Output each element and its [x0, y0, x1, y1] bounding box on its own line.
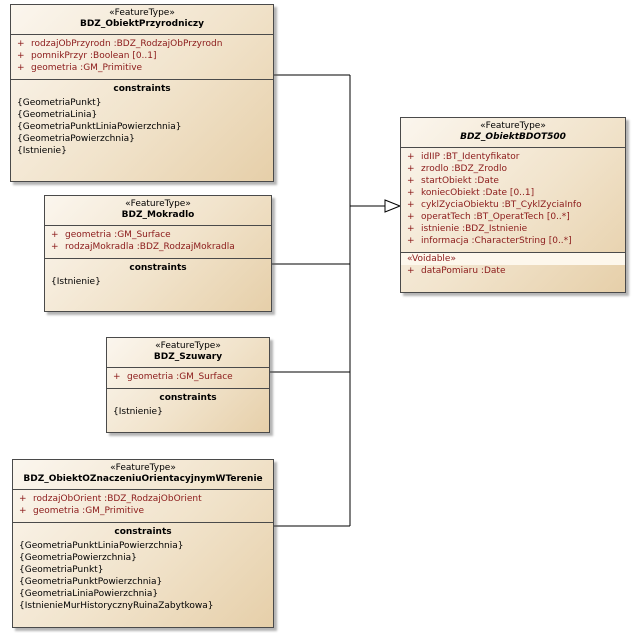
stereotype-label: «FeatureType» — [110, 463, 176, 473]
stereotype-label: «FeatureType» — [109, 8, 175, 18]
attribute: +geometria :GM_Primitive — [17, 63, 143, 73]
constraints-title: constraints — [114, 527, 172, 537]
class-name: BDZ_ObiektPrzyrodniczy — [79, 19, 205, 29]
class-bdz-mokradlo[interactable]: «FeatureType» BDZ_Mokradlo +geometria :G… — [44, 195, 272, 312]
attribute: +operatTech :BT_OperatTech [0..*] — [407, 212, 570, 222]
attribute: +zrodlo :BDZ_Zrodlo — [407, 164, 508, 174]
constraints-title: constraints — [159, 393, 217, 403]
stereotype-label: «FeatureType» — [125, 199, 191, 209]
voidable-stereotype-label: «Voidable» — [401, 253, 625, 265]
constraint: {Istnienie} — [51, 277, 101, 287]
constraint: {GeometriaLinia} — [17, 110, 98, 120]
attributes-compartment: +rodzajObOrient :BDZ_RodzajObOrient +geo… — [13, 489, 273, 522]
constraint: {GeometriaLiniaPowierzchnia} — [19, 589, 159, 599]
constraints-compartment: constraints {Istnienie} — [107, 388, 269, 422]
attribute: +cyklZyciaObiektu :BT_CyklZyciaInfo — [407, 200, 582, 210]
constraint: {GeometriaPowierzchnia} — [17, 134, 135, 144]
attribute: +koniecObiekt :Date [0..1] — [407, 188, 535, 198]
constraints-compartment: constraints {GeometriaPunkt} {GeometriaL… — [11, 79, 273, 161]
constraints-title: constraints — [129, 263, 187, 273]
attributes-compartment: +rodzajObPrzyrodn :BDZ_RodzajObPrzyrodn … — [11, 34, 273, 79]
class-bdz-obiekt-o-znaczeniu-orientacyjnym[interactable]: «FeatureType» BDZ_ObiektOZnaczeniuOrient… — [12, 459, 274, 628]
attribute: +startObiekt :Date — [407, 176, 499, 186]
attribute: +rodzajObOrient :BDZ_RodzajObOrient — [19, 494, 202, 504]
class-bdz-obiekt-bdot500[interactable]: «FeatureType» BDZ_ObiektBDOT500 +idIIP :… — [400, 117, 626, 293]
attributes-compartment: +idIIP :BT_Identyfikator +zrodlo :BDZ_Zr… — [401, 147, 625, 252]
constraint: {GeometriaPunktPowierzchnia} — [19, 577, 163, 587]
attribute: +geometria :GM_Surface — [113, 372, 233, 382]
attribute: +rodzajMokradla :BDZ_RodzajMokradla — [51, 242, 235, 252]
attribute: +dataPomiaru :Date — [407, 266, 506, 276]
attribute: +informacja :CharacterString [0..*] — [407, 236, 572, 246]
class-bdz-szuwary[interactable]: «FeatureType» BDZ_Szuwary +geometria :GM… — [106, 337, 270, 433]
attributes-compartment: +geometria :GM_Surface +rodzajMokradla :… — [45, 225, 271, 258]
constraint: {GeometriaPunkt} — [17, 98, 102, 108]
constraint: {Istnienie} — [113, 407, 163, 417]
constraint: {GeometriaPunktLiniaPowierzchnia} — [17, 122, 182, 132]
class-name: BDZ_ObiektOZnaczeniuOrientacyjnymWTereni… — [23, 474, 263, 484]
constraint: {GeometriaPowierzchnia} — [19, 553, 137, 563]
attribute: +geometria :GM_Primitive — [19, 506, 145, 516]
generalization-arrowhead — [384, 199, 402, 213]
attribute: +geometria :GM_Surface — [51, 230, 171, 240]
constraints-compartment: constraints {GeometriaPunktLiniaPowierzc… — [13, 522, 273, 616]
attribute: +pomnikPrzyr :Boolean [0..1] — [17, 51, 157, 61]
constraint: {GeometriaPunktLiniaPowierzchnia} — [19, 541, 184, 551]
constraints-title: constraints — [113, 84, 171, 94]
attribute: +idIIP :BT_Identyfikator — [407, 152, 520, 162]
class-name: BDZ_ObiektBDOT500 — [460, 132, 566, 142]
attribute: +istnienie :BDZ_Istnienie — [407, 224, 528, 234]
attribute: +rodzajObPrzyrodn :BDZ_RodzajObPrzyrodn — [17, 39, 223, 49]
constraint: {IstnienieMurHistorycznyRuinaZabytkowa} — [19, 601, 214, 611]
constraint: {GeometriaPunkt} — [19, 565, 104, 575]
voidable-compartment: «Voidable» +dataPomiaru :Date — [401, 252, 625, 279]
class-bdz-obiekt-przyrodniczy[interactable]: «FeatureType» BDZ_ObiektPrzyrodniczy +ro… — [10, 4, 274, 182]
constraints-compartment: constraints {Istnienie} — [45, 258, 271, 292]
class-name: BDZ_Szuwary — [153, 352, 223, 362]
attributes-compartment: +geometria :GM_Surface — [107, 367, 269, 388]
class-name: BDZ_Mokradlo — [121, 210, 195, 220]
stereotype-label: «FeatureType» — [480, 121, 546, 131]
stereotype-label: «FeatureType» — [155, 341, 221, 351]
constraint: {Istnienie} — [17, 146, 67, 156]
